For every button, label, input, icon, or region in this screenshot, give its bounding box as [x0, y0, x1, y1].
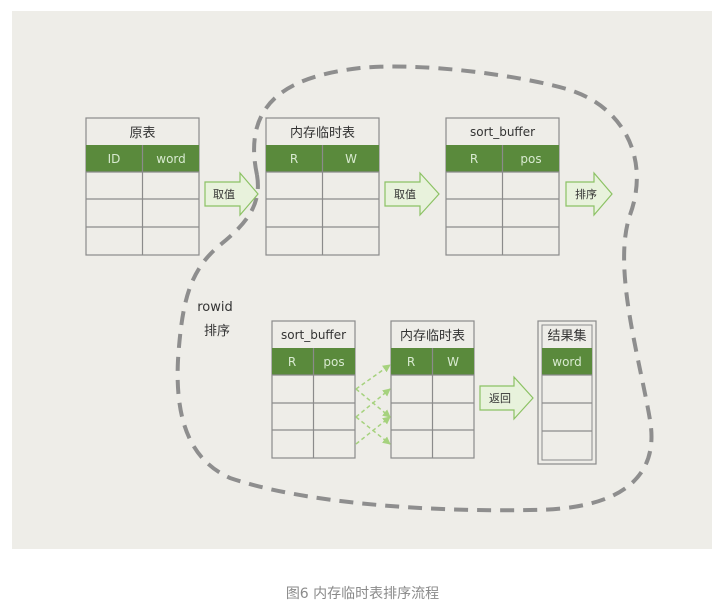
- diagram-background: [12, 11, 712, 549]
- sort-buffer-bottom-title: sort_buffer: [281, 328, 346, 342]
- sort-buffer-table-bottom: sort_buffer R pos: [271, 320, 356, 459]
- temp-table-top: 内存临时表 R W: [265, 117, 380, 256]
- temp-bottom-col-w: W: [447, 355, 459, 369]
- temp-top-col-r: R: [290, 152, 298, 166]
- sort-arrow: 排序: [565, 171, 613, 217]
- result-col-word: word: [552, 355, 582, 369]
- sort-arrow-label: 排序: [575, 187, 597, 201]
- result-set-table: 结果集 word: [537, 320, 597, 465]
- temp-table-bottom-title: 内存临时表: [400, 328, 465, 344]
- origin-col-id: ID: [108, 152, 121, 166]
- sort-bottom-col-pos: pos: [323, 355, 344, 369]
- fetch-arrow-1: 取值: [204, 171, 259, 217]
- rowid-label: rowid: [197, 300, 233, 315]
- sort-bottom-col-r: R: [288, 355, 296, 369]
- sort-top-col-pos: pos: [520, 152, 541, 166]
- fetch-arrow-2: 取值: [384, 171, 440, 217]
- sort-buffer-table-top: sort_buffer R pos: [445, 117, 560, 256]
- rowid-sort-label: 排序: [204, 324, 230, 339]
- rowid-sort-boundary: [175, 64, 654, 513]
- row-lookup-connectors: [355, 364, 391, 445]
- return-arrow-label: 返回: [489, 392, 511, 405]
- connector-row2-to-row2: [355, 388, 391, 418]
- return-arrow: 返回: [479, 375, 534, 421]
- temp-table-top-title: 内存临时表: [290, 125, 355, 141]
- result-set-title: 结果集: [547, 328, 586, 344]
- sort-buffer-top-title: sort_buffer: [470, 125, 535, 139]
- figure-caption: 图6 内存临时表排序流程: [285, 586, 440, 602]
- origin-table: 原表 ID word: [85, 117, 200, 256]
- temp-table-bottom: 内存临时表 R W: [390, 320, 475, 459]
- fetch-arrow-1-label: 取值: [213, 188, 235, 201]
- origin-col-word: word: [156, 152, 186, 166]
- sort-top-col-r: R: [470, 152, 478, 166]
- origin-table-title: 原表: [129, 126, 155, 141]
- temp-bottom-col-r: R: [407, 355, 415, 369]
- fetch-arrow-2-label: 取值: [394, 188, 416, 201]
- temp-top-col-w: W: [345, 152, 357, 166]
- connector-row3-to-row3: [355, 416, 391, 445]
